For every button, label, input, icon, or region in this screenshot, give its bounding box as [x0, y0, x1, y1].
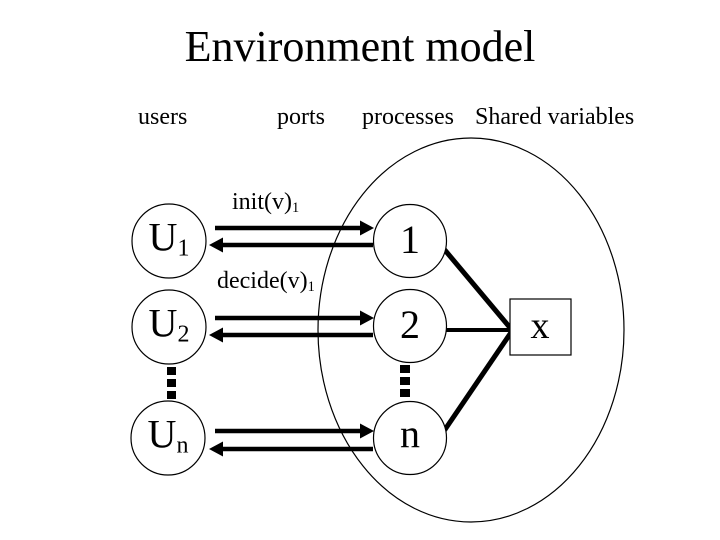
slide-title: Environment model [184, 22, 536, 71]
process-node-label-n: n [400, 411, 420, 456]
user-circle-2 [131, 289, 207, 365]
user-un-base: U [147, 411, 177, 457]
message-decide-subscript: 1 [307, 279, 315, 296]
arrow-right-u1-icon [215, 220, 374, 236]
process-node-label-1: 1 [400, 217, 420, 262]
arrow-right-un-icon [215, 423, 374, 439]
process-circle-1 [372, 203, 448, 279]
processes-ellipsis-dots-icon [400, 365, 410, 397]
users-ellipsis-dots-icon [167, 367, 176, 399]
process-circle-2 [372, 288, 448, 364]
user-circle-n [130, 400, 206, 476]
process-node-label-2: 2 [400, 302, 420, 347]
environment-boundary-ellipse [317, 137, 625, 523]
shared-variable-box [509, 298, 572, 356]
message-init-subscript: 1 [292, 200, 300, 217]
arrow-left-u2-icon [209, 327, 373, 343]
connector-processn-to-x [441, 329, 515, 433]
user-node-label-u2: U2 [148, 300, 190, 348]
column-header-users: users [138, 104, 188, 130]
user-u2-base: U [148, 300, 178, 346]
connector-process1-to-x [442, 247, 514, 332]
user-node-label-u1: U1 [148, 214, 190, 262]
message-decide-text: decide(v) [217, 268, 308, 294]
user-un-subscript: n [176, 432, 189, 459]
message-label-init: init(v)1 [232, 190, 299, 216]
arrow-right-u2-icon [215, 310, 374, 326]
shared-variable-label: x [530, 305, 550, 347]
user-u1-subscript: 1 [177, 235, 190, 262]
user-u1-base: U [148, 214, 178, 260]
message-init-text: init(v) [232, 189, 292, 215]
message-label-decide: decide(v)1 [217, 269, 315, 295]
arrow-left-un-icon [209, 441, 373, 457]
arrow-left-u1-icon [209, 237, 373, 253]
column-header-processes: processes [362, 104, 454, 130]
user-node-label-un: Un [147, 411, 189, 459]
process-circle-n [372, 400, 448, 476]
column-header-ports: ports [277, 104, 325, 130]
user-circle-1 [131, 203, 207, 279]
user-u2-subscript: 2 [177, 321, 190, 348]
column-header-shared-variables: Shared variables [475, 104, 635, 130]
